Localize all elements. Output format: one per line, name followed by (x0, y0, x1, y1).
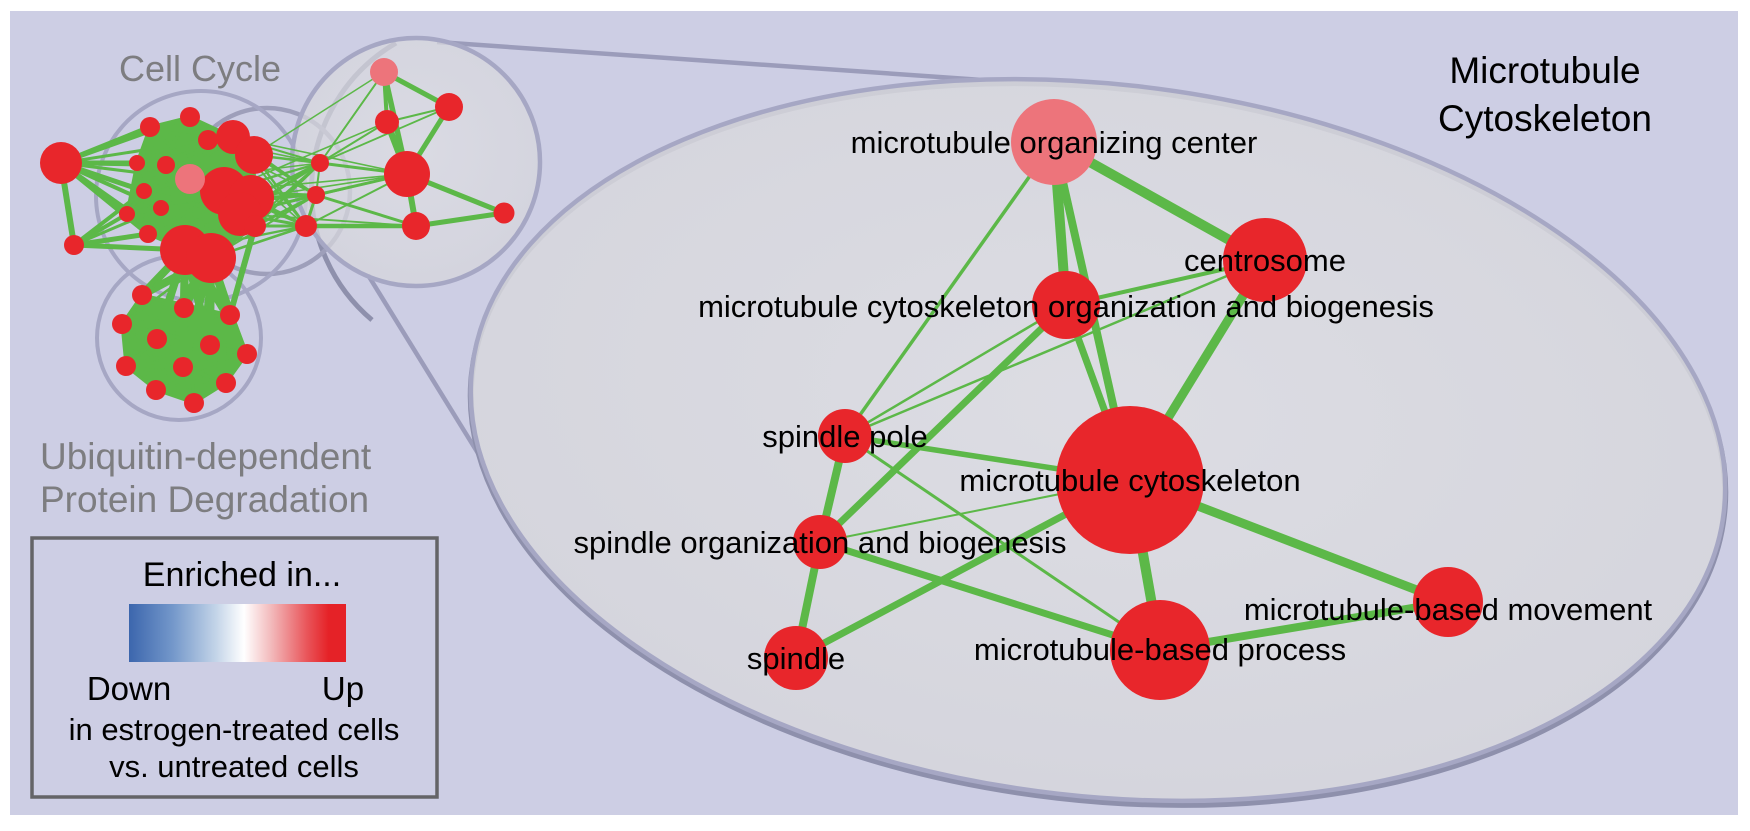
svg-text:spindle organization and bioge: spindle organization and biogenesis (574, 525, 1067, 560)
svg-text:Cytoskeleton: Cytoskeleton (1438, 98, 1652, 139)
svg-text:Up: Up (322, 670, 364, 707)
svg-text:microtubule-based process: microtubule-based process (974, 632, 1346, 667)
svg-text:microtubule organizing center: microtubule organizing center (851, 125, 1258, 160)
svg-text:centrosome: centrosome (1184, 243, 1346, 278)
svg-text:microtubule-based movement: microtubule-based movement (1244, 592, 1653, 627)
svg-text:Protein Degradation: Protein Degradation (40, 479, 369, 520)
svg-text:microtubule cytoskeleton: microtubule cytoskeleton (959, 463, 1300, 498)
svg-text:Enriched in...: Enriched in... (143, 556, 341, 594)
svg-text:Ubiquitin-dependent: Ubiquitin-dependent (40, 436, 372, 477)
svg-text:Down: Down (87, 670, 171, 707)
svg-text:in estrogen-treated cells: in estrogen-treated cells (69, 712, 400, 747)
svg-text:vs. untreated cells: vs. untreated cells (109, 749, 359, 784)
svg-text:microtubule cytoskeleton organ: microtubule cytoskeleton organization an… (698, 289, 1434, 324)
svg-text:Cell Cycle: Cell Cycle (119, 48, 281, 89)
svg-text:spindle pole: spindle pole (762, 419, 927, 454)
svg-text:spindle: spindle (747, 641, 845, 676)
svg-text:Microtubule: Microtubule (1449, 50, 1640, 91)
